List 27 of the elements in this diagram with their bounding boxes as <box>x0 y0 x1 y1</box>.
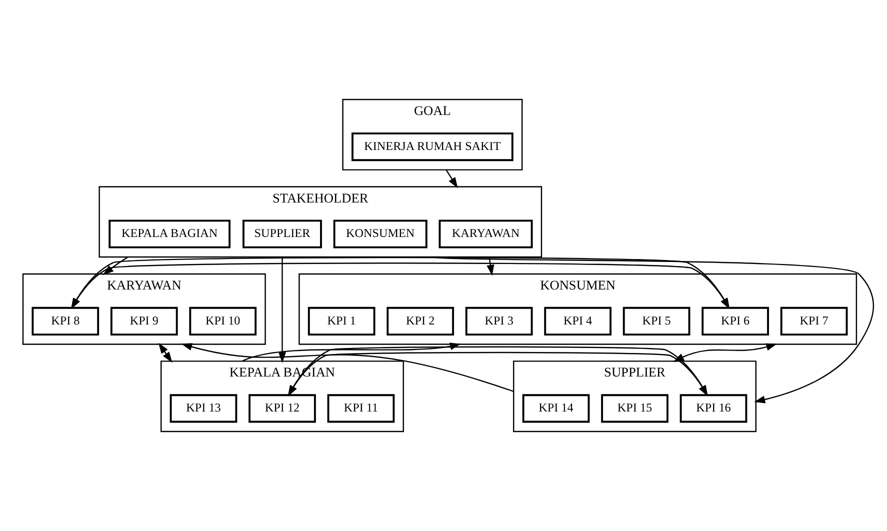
node-box: KPI 3 <box>465 306 533 336</box>
arrow <box>278 257 286 364</box>
node-box: KPI 7 <box>780 306 848 336</box>
arrow <box>181 343 514 392</box>
node-box: KPI 13 <box>170 394 238 423</box>
node-box: KPI 10 <box>189 306 257 336</box>
node-box: KPI 2 <box>386 306 454 336</box>
node-box: KPI 15 <box>601 394 668 423</box>
node-box: KPI 16 <box>680 394 748 423</box>
node-box: KEPALA BAGIAN <box>108 220 230 248</box>
node-box: SUPPLIER <box>242 220 322 248</box>
arrow <box>242 342 461 362</box>
node-box: KPI 1 <box>308 306 376 336</box>
node-box: KINERJA RUMAH SAKIT <box>352 132 514 162</box>
node-box: KPI 9 <box>110 306 178 336</box>
node-box: KONSUMEN <box>333 220 428 248</box>
arrow <box>102 256 128 276</box>
node-box: KPI 6 <box>702 306 769 336</box>
node-box: KPI 14 <box>522 394 590 423</box>
node-box: KPI 8 <box>32 306 100 336</box>
node-box: KPI 12 <box>248 394 316 423</box>
node-box: KPI 11 <box>327 394 395 423</box>
arrow <box>446 169 458 188</box>
node-box: KPI 5 <box>622 306 690 336</box>
arrow <box>158 342 172 363</box>
node-box: KARYAWAN <box>438 220 533 248</box>
node-box: KPI 4 <box>544 306 612 336</box>
